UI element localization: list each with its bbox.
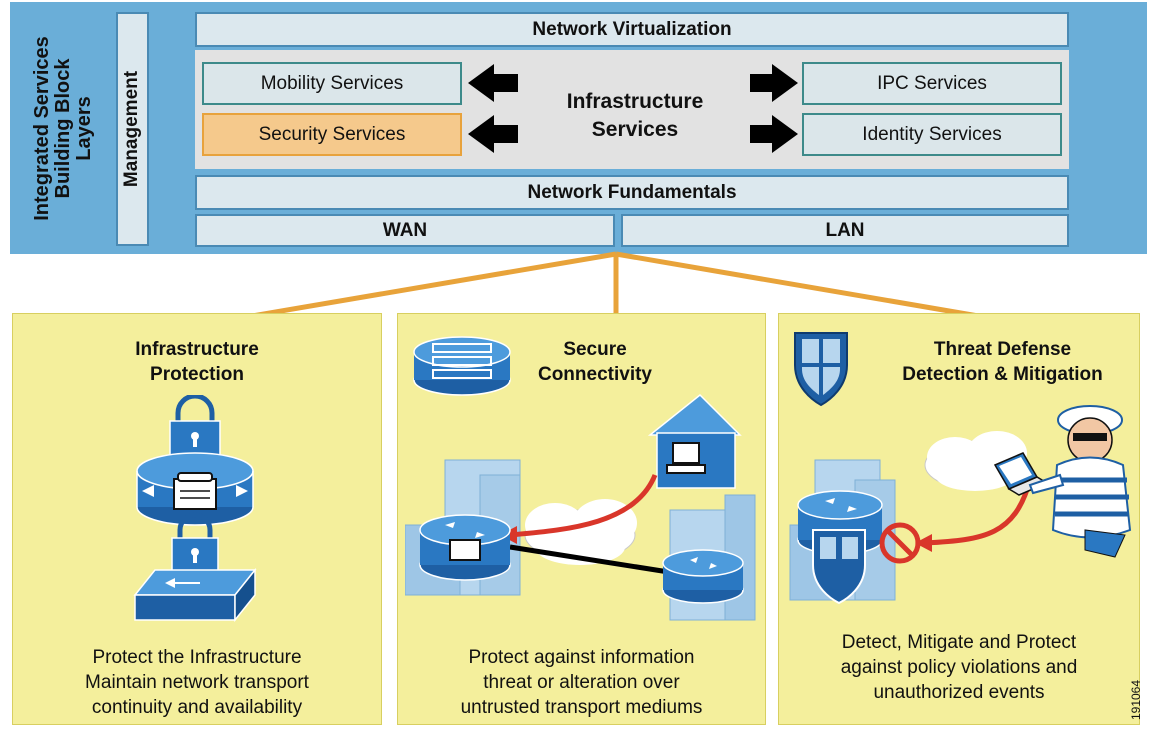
connector-right [615,251,991,321]
shield-icon [794,332,848,407]
vpn-router-icon [419,514,511,581]
infrastructure-protection-title: Infrastructure Protection [12,337,382,387]
network-fundamentals-layer: Network Fundamentals [195,175,1069,210]
network-virtualization-layer: Network Virtualization [195,12,1069,47]
security-services-label: Security Services [258,123,406,145]
lan-label: LAN [825,219,865,241]
remote-router-icon [662,549,744,604]
arrow-left-mobility-icon [468,64,518,102]
router-shield-icon [812,529,866,605]
arrow-right-ipc-icon [750,64,798,102]
threat-defense-title: Threat Defense Detection & Mitigation [870,337,1135,387]
infrastructure-protection-description: Protect the Infrastructure Maintain netw… [12,645,382,720]
panel-2-desc-line-1: Protect against information [468,647,695,668]
infrastructure-protection-panel [12,313,382,725]
security-services-box: Security Services [202,113,462,156]
panel-1-desc-line-1: Protect the Infrastructure [92,647,302,668]
infrastructure-title-line-1: Infrastructure [566,90,704,113]
ipc-services-label: IPC Services [877,72,987,94]
figure-code-label: 191064 [1129,679,1144,721]
panel-2-desc-line-3: untrusted transport mediums [460,697,703,718]
protected-router-switch-icon [133,395,257,623]
panel-2-title-line-2: Connectivity [537,364,653,385]
ipc-services-box: IPC Services [802,62,1062,105]
service-arrows [468,64,798,153]
mobility-services-box: Mobility Services [202,62,462,105]
infrastructure-services-title: Infrastructure Services [520,88,750,144]
panel-3-title-line-1: Threat Defense [933,339,1072,360]
wan-label: WAN [382,219,428,241]
identity-services-box: Identity Services [802,113,1062,156]
secure-connectivity-illustration [405,336,756,621]
arrow-left-security-icon [468,115,518,153]
home-office-icon [647,393,742,489]
panel-2-title-line-1: Secure [563,339,627,360]
threat-defense-description: Detect, Mitigate and Protect against pol… [778,630,1140,705]
network-fundamentals-label: Network Fundamentals [527,181,737,203]
panel-2-desc-line-2: threat or alteration over [483,672,680,693]
panel-1-desc-line-3: continuity and availability [91,697,303,718]
panel-3-desc-line-2: against policy violations and [840,657,1078,678]
block-sign-icon [879,522,921,564]
wan-layer: WAN [195,214,615,247]
mobility-services-label: Mobility Services [260,72,404,94]
panel-3-desc-line-3: unauthorized events [873,682,1045,703]
management-layer: Management [116,12,149,246]
arrow-right-identity-icon [750,115,798,153]
infrastructure-title-line-2: Services [591,118,679,141]
identity-services-label: Identity Services [862,123,1002,145]
connector-left [239,251,617,321]
threat-defense-illustration [789,332,1132,605]
panel-1-title-line-2: Protection [150,364,244,385]
intruder-icon [1028,405,1132,558]
vpn-concentrator-icon [413,336,511,396]
panel-3-title-line-2: Detection & Mitigation [902,364,1103,385]
secure-connectivity-description: Protect against information threat or al… [397,645,766,720]
panel-3-desc-line-1: Detect, Mitigate and Protect [841,632,1077,653]
panel-1-desc-line-2: Maintain network transport [85,672,309,693]
secure-connectivity-title: Secure Connectivity [500,337,690,387]
panel-1-title-line-1: Infrastructure [135,339,259,360]
figure-code: 191064 [1126,672,1146,728]
lan-layer: LAN [621,214,1069,247]
network-virtualization-label: Network Virtualization [532,18,732,40]
